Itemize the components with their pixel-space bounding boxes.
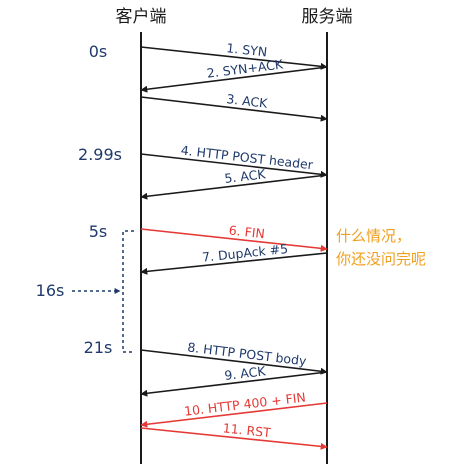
message-arrow-11 — [140, 427, 328, 450]
annotation-line-1: 什么情况， — [336, 227, 411, 245]
time-label-0s: 0s — [89, 42, 108, 61]
message-arrow-4 — [140, 153, 328, 178]
server-header: 服务端 — [302, 7, 353, 27]
message-arrow-3 — [140, 96, 328, 122]
message-arrow-9 — [140, 371, 328, 397]
time-label-2-99s: 2.99s — [78, 145, 122, 164]
message-arrow-8 — [140, 349, 328, 375]
message-label-10: 10. HTTP 400 + FIN — [183, 390, 306, 419]
message-label-6: 6. FIN — [228, 222, 266, 241]
message-label-5: 5. ACK — [224, 166, 267, 186]
message-arrow-1 — [140, 46, 328, 70]
message-arrow-7 — [140, 252, 328, 275]
message-arrow-10 — [140, 402, 328, 428]
client-header: 客户端 — [116, 7, 167, 27]
message-arrow-2 — [140, 66, 328, 93]
message-arrow-6 — [140, 228, 328, 252]
message-label-3: 3. ACK — [226, 91, 269, 111]
message-arrow-5 — [140, 174, 328, 200]
time-label-16s: 16s — [36, 281, 65, 300]
message-label-1: 1. SYN — [226, 40, 268, 59]
message-label-8: 8. HTTP POST body — [187, 339, 308, 368]
time-label-21s: 21s — [84, 338, 113, 357]
message-label-9: 9. ACK — [224, 363, 267, 383]
message-label-11: 11. RST — [222, 420, 272, 440]
annotation-line-2: 你还没问完呢 — [336, 250, 426, 268]
interval-bracket — [122, 230, 134, 353]
time-label-5s: 5s — [89, 222, 108, 241]
